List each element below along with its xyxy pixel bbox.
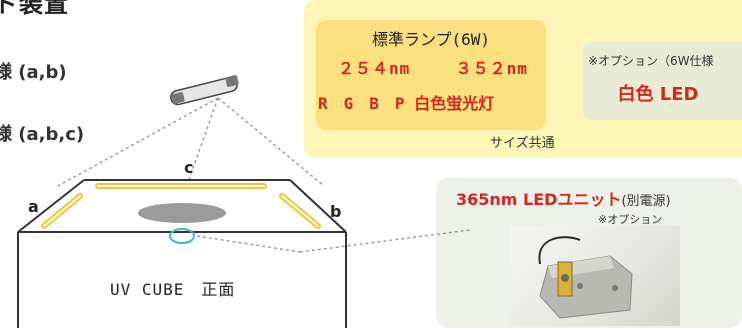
lamp-types: R G B P xyxy=(318,94,405,113)
led-unit-photo xyxy=(510,226,680,326)
led-unit-option: ※オプション xyxy=(598,213,663,226)
uv-cube-front-label: UV CUBE 正面 xyxy=(110,280,236,299)
lamp-types-row: R G B P 白色蛍光灯 xyxy=(318,90,494,114)
lamp-tube-icon xyxy=(170,75,239,106)
wavelength-row: ２５４nm ３５２nm xyxy=(338,55,528,79)
led-unit-photo-drawing xyxy=(538,236,633,319)
sample-stage xyxy=(138,203,226,223)
wavelength-254: ２５４nm xyxy=(338,59,411,78)
label-a: a xyxy=(28,197,39,216)
standard-lamp-box xyxy=(316,20,546,130)
label-c: c xyxy=(184,158,194,177)
led-unit-name: 365nm LEDユニット xyxy=(456,190,622,209)
page-title: ド装置 xyxy=(0,0,69,18)
led-unit-power: (別電源) xyxy=(621,194,671,209)
cube-outline xyxy=(17,179,347,328)
white-fluorescent: 白色蛍光灯 xyxy=(414,94,495,113)
size-common-label: サイズ共通 xyxy=(490,136,555,151)
led-position-circle xyxy=(169,228,195,244)
spec-ab: 様 (a,b) xyxy=(0,62,67,83)
spec-abc: 様 (a,b,c) xyxy=(0,124,85,145)
option-led-box xyxy=(583,42,742,120)
option-label: ※オプション（6W仕様 xyxy=(588,54,714,68)
wavelength-352: ３５２nm xyxy=(455,59,528,78)
led-unit-title: 365nm LEDユニット(別電源) xyxy=(456,186,671,210)
standard-lamp-title: 標準ランプ(6W) xyxy=(371,30,491,49)
projection-lines xyxy=(57,97,471,253)
white-led-label: 白色 LED xyxy=(617,84,699,105)
label-b: b xyxy=(330,202,342,221)
